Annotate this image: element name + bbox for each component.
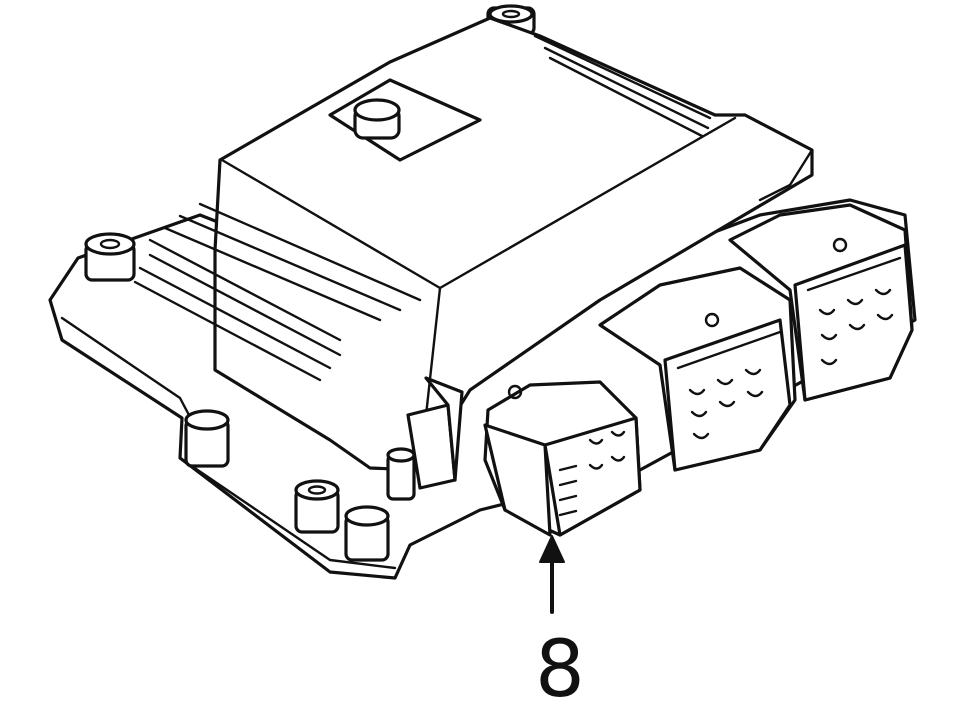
mounting-boss-front-right <box>344 505 390 562</box>
connector-small <box>483 380 642 537</box>
side-clip <box>386 376 464 501</box>
cooling-fins <box>133 202 422 382</box>
ecu-housing <box>133 16 814 472</box>
connector-large-right <box>728 203 914 402</box>
mounting-boss-front <box>294 479 340 534</box>
mounting-boss-left <box>84 232 136 282</box>
callout-label-8: 8 <box>535 625 585 706</box>
mounting-bosses <box>84 4 536 562</box>
mounting-boss-front-left <box>184 409 230 468</box>
callout-arrow <box>539 535 565 614</box>
connector-large-middle <box>598 266 797 472</box>
top-boss <box>328 78 482 162</box>
